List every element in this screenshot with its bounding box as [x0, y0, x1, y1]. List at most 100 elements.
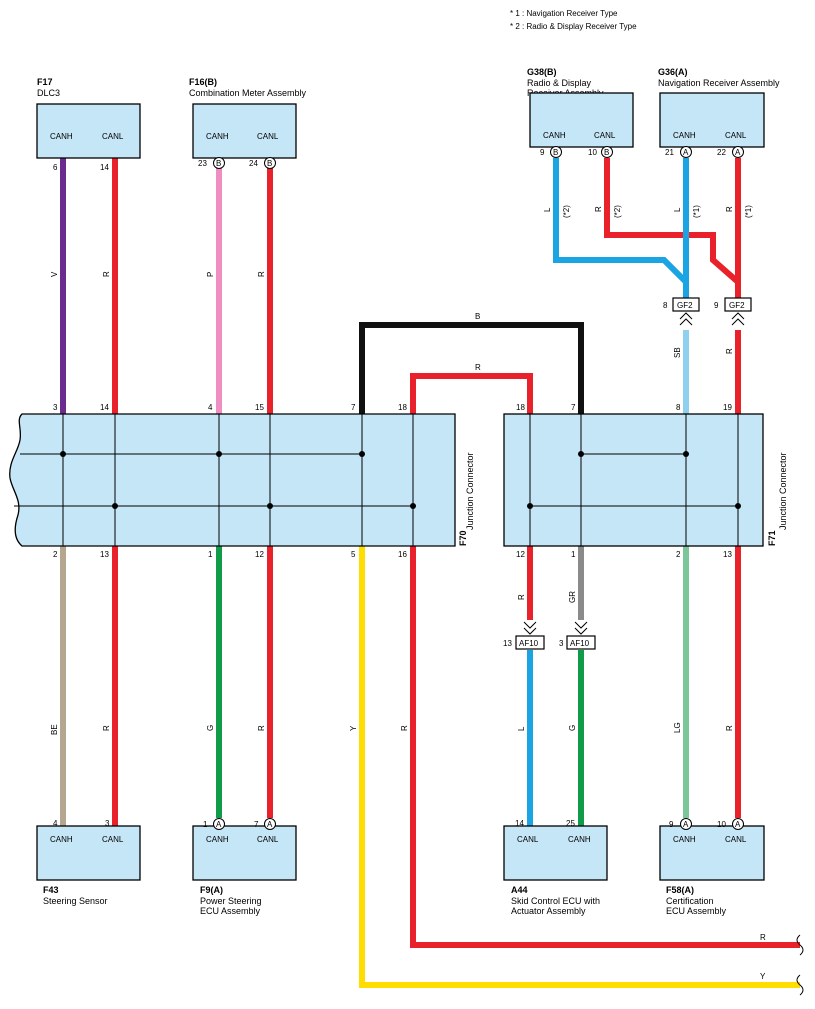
svg-text:7: 7 [351, 403, 356, 412]
component-f17: F17 DLC3 CANH CANL 6 14 [36, 77, 141, 172]
svg-text:CANH: CANH [673, 835, 696, 844]
svg-text:3: 3 [53, 403, 58, 412]
svg-text:GR: GR [568, 591, 577, 603]
svg-text:13: 13 [503, 639, 512, 648]
svg-text:F71: F71 [767, 530, 777, 546]
svg-text:G36(A): G36(A) [658, 67, 688, 77]
svg-text:LG: LG [673, 722, 682, 733]
svg-text:R: R [102, 725, 111, 731]
svg-text:R: R [257, 725, 266, 731]
svg-text:A: A [683, 148, 689, 157]
svg-text:(*1): (*1) [744, 205, 753, 218]
svg-text:CANL: CANL [102, 132, 124, 141]
svg-text:G: G [568, 725, 577, 731]
svg-text:Combination Meter Assembly: Combination Meter Assembly [189, 88, 307, 98]
label-exit-r: R [760, 933, 766, 942]
component-f9: 1 A 7 A CANH CANL F9(A) Power Steering E… [192, 818, 297, 916]
svg-text:DLC3: DLC3 [37, 88, 60, 98]
svg-text:15: 15 [255, 403, 264, 412]
svg-text:R: R [517, 594, 526, 600]
wire-out-r [410, 546, 800, 948]
svg-text:B: B [216, 159, 221, 168]
svg-text:A: A [735, 148, 741, 157]
svg-text:14: 14 [100, 163, 109, 172]
svg-text:B: B [553, 148, 558, 157]
svg-text:7: 7 [571, 403, 576, 412]
svg-text:B: B [267, 159, 272, 168]
note-1: * 1 : Navigation Receiver Type [510, 9, 618, 18]
connector-af10-13: 13 AF10 [503, 621, 545, 650]
svg-text:R: R [725, 206, 734, 212]
svg-text:R: R [594, 206, 603, 212]
connector-gf2-8: 8 GF2 [663, 297, 700, 326]
svg-text:L: L [543, 207, 552, 212]
break-mark-y [796, 974, 804, 996]
svg-text:14: 14 [515, 819, 524, 828]
svg-text:R: R [725, 348, 734, 354]
component-g36: G36(A) Navigation Receiver Assembly CANH… [658, 67, 780, 158]
svg-text:R: R [400, 725, 409, 731]
svg-text:A: A [683, 820, 689, 829]
svg-text:P: P [206, 272, 215, 277]
svg-text:9: 9 [714, 301, 719, 310]
svg-text:7: 7 [254, 820, 259, 829]
svg-text:CANH: CANH [206, 132, 229, 141]
svg-text:Steering Sensor: Steering Sensor [43, 896, 108, 906]
svg-text:CANL: CANL [517, 835, 539, 844]
component-f58: 9 A 10 A CANH CANL F58(A) Certification … [659, 818, 765, 916]
svg-text:23: 23 [198, 159, 207, 168]
svg-text:(*1): (*1) [692, 205, 701, 218]
svg-text:SB: SB [673, 347, 682, 358]
svg-text:CANL: CANL [725, 835, 747, 844]
svg-text:CANL: CANL [257, 132, 279, 141]
svg-text:F58(A): F58(A) [666, 885, 694, 895]
svg-text:Radio & Display: Radio & Display [527, 78, 592, 88]
svg-text:4: 4 [53, 819, 58, 828]
svg-text:R: R [257, 271, 266, 277]
wire-out-y [359, 546, 800, 988]
svg-text:22: 22 [717, 148, 726, 157]
svg-text:12: 12 [516, 550, 525, 559]
svg-text:AF10: AF10 [519, 639, 539, 648]
svg-text:3: 3 [559, 639, 564, 648]
svg-text:6: 6 [53, 163, 58, 172]
svg-text:2: 2 [676, 550, 681, 559]
svg-text:Navigation Receiver Assembly: Navigation Receiver Assembly [658, 78, 780, 88]
svg-text:19: 19 [723, 403, 732, 412]
svg-text:8: 8 [676, 403, 681, 412]
wire-g38-canl [604, 158, 741, 298]
svg-text:CANL: CANL [594, 131, 616, 140]
svg-text:A: A [267, 820, 273, 829]
component-g38: G38(B) Radio & Display Receiver Assembly… [527, 67, 634, 158]
svg-text:F16(B): F16(B) [189, 77, 217, 87]
svg-text:Certification: Certification [666, 896, 714, 906]
f70-top-pins: 3 14 4 15 7 18 [53, 403, 407, 412]
svg-text:9: 9 [540, 148, 545, 157]
svg-text:CANH: CANH [50, 835, 73, 844]
svg-text:Junction Connector: Junction Connector [465, 452, 475, 530]
f71-top-pins: 18 7 8 19 [516, 403, 732, 412]
svg-text:ECU Assembly: ECU Assembly [666, 906, 727, 916]
connector-af10-3: 3 AF10 [559, 621, 596, 650]
svg-text:24: 24 [249, 159, 258, 168]
component-f43: 4 3 CANH CANL F43 Steering Sensor [36, 819, 141, 906]
svg-text:CANH: CANH [50, 132, 73, 141]
wire-g38-canh [553, 158, 689, 298]
svg-text:CANH: CANH [568, 835, 591, 844]
svg-text:CANL: CANL [257, 835, 279, 844]
svg-text:Junction Connector: Junction Connector [778, 452, 788, 530]
connector-gf2-9: 9 GF2 [714, 297, 752, 326]
wires [60, 158, 800, 988]
svg-text:BE: BE [50, 724, 59, 735]
svg-text:F43: F43 [43, 885, 59, 895]
svg-text:Skid Control ECU with: Skid Control ECU with [511, 896, 600, 906]
svg-text:F17: F17 [37, 77, 53, 87]
junction-f71: 18 7 8 19 12 1 2 13 F71 Junction Connect… [503, 403, 788, 559]
svg-text:18: 18 [398, 403, 407, 412]
svg-text:3: 3 [105, 819, 110, 828]
svg-text:AF10: AF10 [570, 639, 590, 648]
svg-text:GF2: GF2 [729, 301, 745, 310]
svg-text:ECU Assembly: ECU Assembly [200, 906, 261, 916]
svg-text:F9(A): F9(A) [200, 885, 223, 895]
